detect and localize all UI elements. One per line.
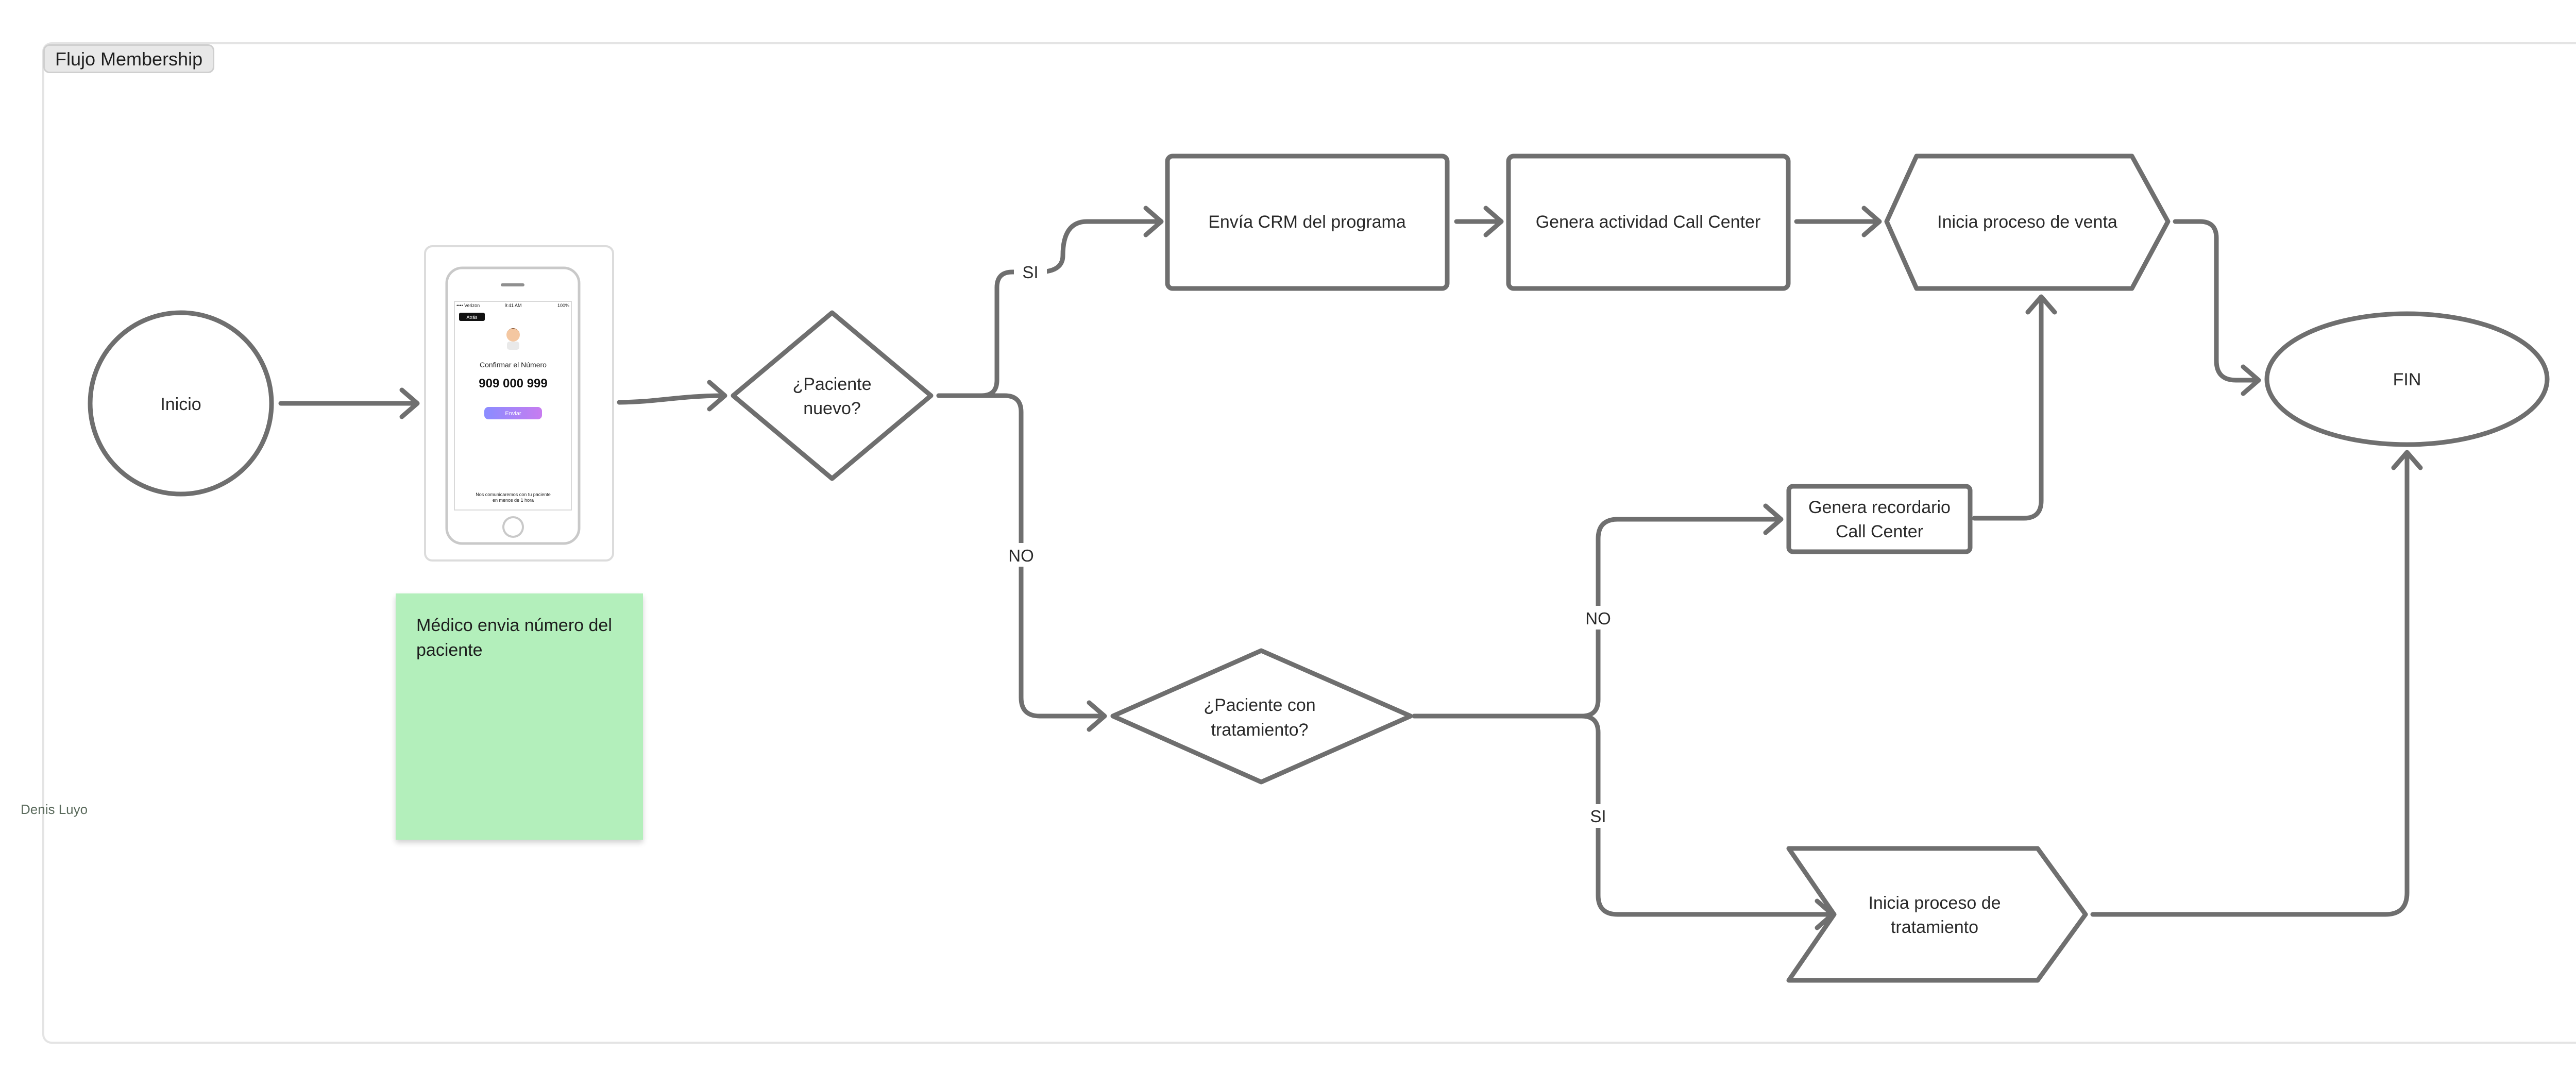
phone-footer-line2: en menos de 1 hora bbox=[493, 498, 534, 503]
phone-back-label: Atrás bbox=[466, 315, 478, 320]
node-inicia-venta[interactable]: Inicia proceso de venta bbox=[1884, 154, 2171, 291]
phone-footer-line1: Nos comunicaremos con tu paciente bbox=[476, 492, 551, 497]
edge-nuevo-si[interactable] bbox=[936, 219, 1163, 398]
process-box bbox=[1165, 154, 1450, 291]
decision-diamond bbox=[1110, 648, 1413, 785]
phone-time: 9:41 AM bbox=[504, 303, 521, 308]
arrowhead bbox=[707, 380, 727, 412]
edge-venta-to-fin[interactable] bbox=[2173, 219, 2260, 383]
arrowhead bbox=[2025, 294, 2057, 315]
process-box bbox=[1786, 484, 1973, 554]
phone-mockup[interactable]: •••• Verizon 9:41 AM 100% Atrás Confirma… bbox=[424, 245, 614, 562]
node-label-line1: Inicia proceso de bbox=[1868, 893, 2001, 913]
edge-label-tratamiento-no: NO bbox=[1581, 606, 1616, 630]
phone-number: 909 000 999 bbox=[479, 377, 547, 390]
node-label: Envía CRM del programa bbox=[1208, 212, 1406, 232]
arrowhead bbox=[1087, 700, 1107, 732]
node-label-line2: nuevo? bbox=[803, 399, 861, 418]
edge-label-text: SI bbox=[1590, 807, 1606, 826]
label-bg bbox=[1581, 606, 1616, 630]
node-label-line1: ¿Paciente bbox=[792, 375, 871, 394]
edge-tratamiento-si[interactable] bbox=[1412, 713, 1834, 917]
label-bg bbox=[1004, 543, 1039, 567]
node-fin[interactable]: FIN bbox=[2264, 311, 2550, 447]
phone-speaker bbox=[501, 283, 524, 286]
sticky-note[interactable]: Médico envia número del paciente bbox=[396, 593, 643, 840]
edge-phone-to-paciente-nuevo[interactable] bbox=[617, 393, 726, 405]
edge-nuevo-no[interactable] bbox=[936, 393, 1106, 719]
chevron-shape bbox=[1786, 846, 2088, 983]
node-inicia-tratamiento[interactable]: Inicia proceso de tratamiento bbox=[1786, 846, 2088, 983]
sticky-note-author: Denis Luyo bbox=[21, 802, 88, 817]
phone-carrier: •••• Verizon bbox=[456, 303, 480, 308]
node-paciente-tratamiento[interactable]: ¿Paciente con tratamiento? bbox=[1110, 648, 1413, 785]
node-genera-actividad[interactable]: Genera actividad Call Center bbox=[1506, 154, 1791, 291]
phone-battery: 100% bbox=[557, 303, 569, 308]
node-label: FIN bbox=[2393, 370, 2421, 389]
node-label-line2: Call Center bbox=[1836, 522, 1923, 541]
node-inicio[interactable]: Inicio bbox=[88, 310, 274, 497]
node-label-line1: Genera recordario bbox=[1808, 498, 1951, 517]
phone-send-label: Enviar bbox=[505, 411, 521, 417]
edge-label-nuevo-no: NO bbox=[1004, 543, 1039, 567]
node-label: Inicia proceso de venta bbox=[1937, 212, 2117, 232]
doctor-avatar-icon bbox=[506, 328, 520, 350]
edge-label-text: SI bbox=[1022, 263, 1038, 282]
sticky-note-text: Médico envia número del paciente bbox=[416, 616, 612, 660]
arrowhead bbox=[399, 387, 420, 419]
end-ellipse bbox=[2264, 311, 2550, 447]
arrowhead bbox=[1143, 206, 1164, 237]
phone-confirm-title: Confirmar el Número bbox=[480, 361, 547, 369]
edge-label-tratamiento-si: SI bbox=[1582, 804, 1615, 828]
label-bg bbox=[1014, 260, 1047, 284]
edge-recordatorio-to-venta[interactable] bbox=[1972, 295, 2044, 521]
node-envia-crm[interactable]: Envía CRM del programa bbox=[1165, 154, 1450, 291]
phone-back-button[interactable] bbox=[459, 313, 485, 321]
process-box bbox=[1506, 154, 1791, 291]
arrowhead bbox=[1861, 206, 1882, 237]
node-label-line2: tratamiento? bbox=[1211, 720, 1309, 740]
edge-label-nuevo-si: SI bbox=[1014, 260, 1047, 284]
node-label: Inicio bbox=[160, 395, 201, 414]
edge-tratamiento-to-fin[interactable] bbox=[2090, 451, 2410, 917]
frame-title[interactable]: Flujo Membership bbox=[43, 44, 215, 73]
start-circle bbox=[88, 310, 274, 497]
edge-label-text: NO bbox=[1585, 609, 1611, 628]
phone-send-button[interactable] bbox=[484, 407, 542, 419]
arrowhead bbox=[1483, 206, 1504, 237]
arrowhead bbox=[2241, 364, 2261, 396]
label-bg bbox=[1582, 804, 1615, 828]
arrowhead bbox=[1763, 503, 1784, 535]
decision-diamond bbox=[731, 310, 934, 481]
node-label-line2: tratamiento bbox=[1891, 917, 1978, 937]
phone-home-button[interactable] bbox=[502, 516, 524, 538]
node-label-line1: ¿Paciente con bbox=[1204, 695, 1315, 715]
arrowhead bbox=[2391, 450, 2423, 470]
edge-label-text: NO bbox=[1008, 546, 1034, 565]
node-paciente-nuevo[interactable]: ¿Paciente nuevo? bbox=[731, 310, 934, 481]
node-label: Genera actividad Call Center bbox=[1536, 212, 1761, 232]
node-genera-recordatorio[interactable]: Genera recordario Call Center bbox=[1786, 484, 1973, 554]
hexagon-shape bbox=[1884, 154, 2171, 291]
